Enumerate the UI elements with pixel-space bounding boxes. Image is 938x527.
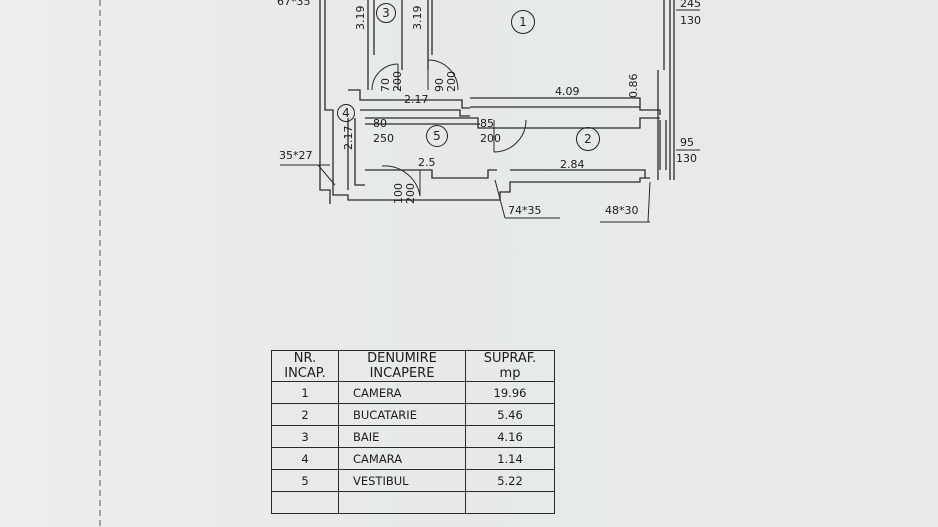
dim-3-19-left: 3.19 xyxy=(354,5,367,31)
cell-name: BAIE xyxy=(338,425,466,448)
dim-48x30: 48*30 xyxy=(605,204,639,217)
room-number-3: 3 xyxy=(376,3,396,23)
header-name-line2: INCAPERE xyxy=(369,366,435,381)
table-header-row: NR. INCAP. DENUMIRE INCAPERE SUPRAF. mp xyxy=(271,350,555,382)
dim-130-bottom: 130 xyxy=(676,152,697,165)
table-row: 3 BAIE 4.16 xyxy=(271,425,555,448)
dim-4-09: 4.09 xyxy=(555,85,580,98)
cell-nr: 3 xyxy=(271,425,339,448)
dim-250: 250 xyxy=(373,132,394,145)
cell-nr: 5 xyxy=(271,469,339,492)
dim-2-84: 2.84 xyxy=(560,158,585,171)
cell-nr: 1 xyxy=(271,381,339,404)
dim-200-bath: 200 xyxy=(391,71,404,92)
table-row: 4 CAMARA 1.14 xyxy=(271,447,555,470)
table-row: 1 CAMERA 19.96 xyxy=(271,381,555,404)
cell-area: 19.96 xyxy=(465,381,555,404)
room-number-4: 4 xyxy=(337,104,355,122)
cell-name: BUCATARIE xyxy=(338,403,466,426)
dim-95: 95 xyxy=(680,136,694,149)
header-nr-line2: INCAP. xyxy=(284,366,326,381)
cell-area: 4.16 xyxy=(465,425,555,448)
cell-name: CAMARA xyxy=(338,447,466,470)
header-area-line1: SUPRAF. xyxy=(483,351,537,366)
cell-area: 1.14 xyxy=(465,447,555,470)
table-row: 5 VESTIBUL 5.22 xyxy=(271,469,555,492)
cell-name: VESTIBUL xyxy=(338,469,466,492)
table-row-empty xyxy=(271,491,555,514)
table-row: 2 BUCATARIE 5.46 xyxy=(271,403,555,426)
dim-3-19-right: 3.19 xyxy=(411,5,424,31)
dim-80: 80 xyxy=(373,117,387,130)
room-number-1: 1 xyxy=(511,10,535,34)
header-nr: NR. INCAP. xyxy=(271,350,339,382)
dim-85: 85 xyxy=(480,117,494,130)
room-number-2: 2 xyxy=(576,127,600,151)
cell-nr: 2 xyxy=(271,403,339,426)
cell-empty xyxy=(338,491,466,514)
dim-200-entry: 200 xyxy=(404,183,417,204)
dim-74x35: 74*35 xyxy=(508,204,542,217)
room-schedule-table: NR. INCAP. DENUMIRE INCAPERE SUPRAF. mp … xyxy=(271,350,555,514)
dim-130-top: 130 xyxy=(680,14,701,27)
header-nr-line1: NR. xyxy=(293,351,317,366)
cell-empty xyxy=(465,491,555,514)
cell-empty xyxy=(271,491,339,514)
dim-35x27: 35*27 xyxy=(279,149,313,162)
cell-area: 5.46 xyxy=(465,403,555,426)
cell-nr: 4 xyxy=(271,447,339,470)
cell-area: 5.22 xyxy=(465,469,555,492)
header-name: DENUMIRE INCAPERE xyxy=(338,350,466,382)
dim-245: 245 xyxy=(680,0,701,10)
dim-200-wc: 200 xyxy=(445,71,458,92)
dim-200-kitchen-door: 200 xyxy=(480,132,501,145)
header-name-line1: DENUMIRE xyxy=(367,351,437,366)
dim-2-17-horizontal: 2.17 xyxy=(404,93,429,106)
dim-2-17-vertical: 2.17 xyxy=(342,125,355,151)
header-area-line2: mp xyxy=(499,366,521,381)
dim-2-5: 2.5 xyxy=(418,156,436,169)
dim-67x35: 67*35 xyxy=(277,0,311,8)
room-number-5: 5 xyxy=(426,125,448,147)
dim-0-86: 0.86 xyxy=(627,73,640,99)
cell-name: CAMERA xyxy=(338,381,466,404)
header-area: SUPRAF. mp xyxy=(465,350,555,382)
